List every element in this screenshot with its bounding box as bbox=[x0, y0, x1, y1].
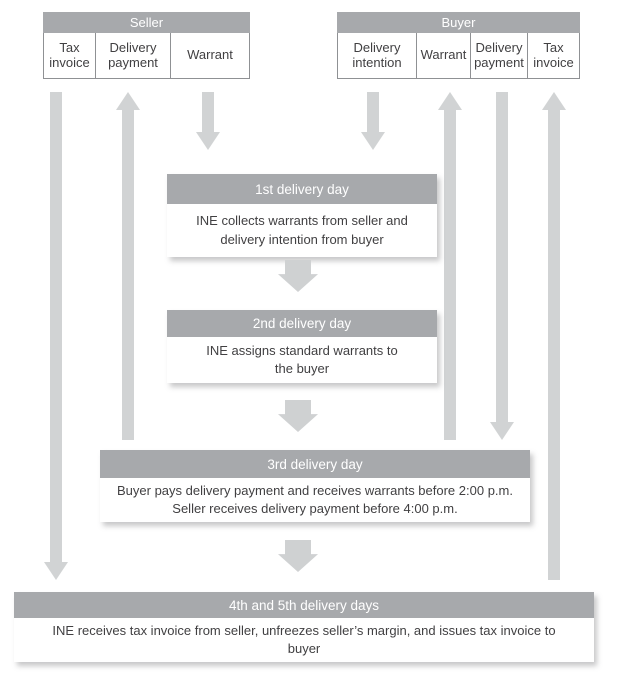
stage-1st-delivery-day: 1st delivery day INE collects warrants f… bbox=[167, 174, 437, 257]
buyer-columns: Delivery intention Warrant Delivery paym… bbox=[337, 33, 580, 79]
seller-col-tax-invoice: Tax invoice bbox=[44, 33, 96, 78]
stage-2-line-2: the buyer bbox=[274, 361, 330, 376]
stage-1-title: 1st delivery day bbox=[167, 174, 437, 204]
seller-table: Seller Tax invoice Delivery payment Warr… bbox=[43, 12, 250, 79]
buyer-col-delivery-intention: Delivery intention bbox=[338, 33, 417, 78]
stage-4-line-1: INE receives tax invoice from seller, un… bbox=[52, 622, 556, 638]
buyer-delivery-payment-down-arrow-icon bbox=[490, 92, 514, 440]
buyer-warrant-up-arrow-icon bbox=[438, 92, 462, 440]
stage-4th-5th-delivery-days: 4th and 5th delivery days INE receives t… bbox=[14, 592, 594, 662]
buyer-table: Buyer Delivery intention Warrant Deliver… bbox=[337, 12, 580, 79]
stage-3-line-1: Buyer pays delivery payment and receives… bbox=[117, 482, 513, 498]
stage-1-body: INE collects warrants from seller and de… bbox=[167, 204, 437, 257]
stage-4-title: 4th and 5th delivery days bbox=[14, 592, 594, 618]
buyer-col-delivery-payment: Delivery payment bbox=[471, 33, 528, 78]
stage-2-title: 2nd delivery day bbox=[167, 310, 437, 337]
seller-tax-invoice-down-arrow-icon bbox=[44, 92, 68, 580]
buyer-header: Buyer bbox=[337, 12, 580, 33]
seller-columns: Tax invoice Delivery payment Warrant bbox=[43, 33, 250, 79]
seller-warrant-down-arrow-icon bbox=[196, 92, 220, 150]
stage-1-line-2: delivery intention from buyer bbox=[220, 231, 384, 247]
stage-3-body: Buyer pays delivery payment and receives… bbox=[100, 478, 530, 522]
flow-down-arrow-icon bbox=[278, 540, 318, 572]
stage-2nd-delivery-day: 2nd delivery day INE assigns standard wa… bbox=[167, 310, 437, 383]
stage-3-title: 3rd delivery day bbox=[100, 450, 530, 478]
stage-3rd-delivery-day: 3rd delivery day Buyer pays delivery pay… bbox=[100, 450, 530, 522]
stage-2-line-1: INE assigns standard warrants to bbox=[206, 342, 398, 358]
stage-1-line-1: INE collects warrants from seller and bbox=[196, 213, 408, 229]
stage-4-body: INE receives tax invoice from seller, un… bbox=[14, 618, 594, 662]
seller-header: Seller bbox=[43, 12, 250, 33]
stage-4-line-2: buyer bbox=[287, 641, 321, 656]
flow-down-arrow-icon bbox=[278, 260, 318, 292]
seller-col-delivery-payment: Delivery payment bbox=[96, 33, 171, 78]
flow-down-arrow-icon bbox=[278, 400, 318, 432]
stage-3-line-2: Seller receives delivery payment before … bbox=[172, 501, 458, 516]
buyer-col-tax-invoice: Tax invoice bbox=[533, 39, 574, 70]
buyer-delivery-intention-down-arrow-icon bbox=[361, 92, 385, 150]
buyer-col-warrant: Warrant bbox=[417, 33, 471, 78]
seller-delivery-payment-up-arrow-icon bbox=[116, 92, 140, 440]
stage-2-body: INE assigns standard warrants to the buy… bbox=[167, 337, 437, 383]
buyer-tax-invoice-up-arrow-icon bbox=[542, 92, 566, 580]
seller-col-warrant: Warrant bbox=[187, 47, 233, 63]
